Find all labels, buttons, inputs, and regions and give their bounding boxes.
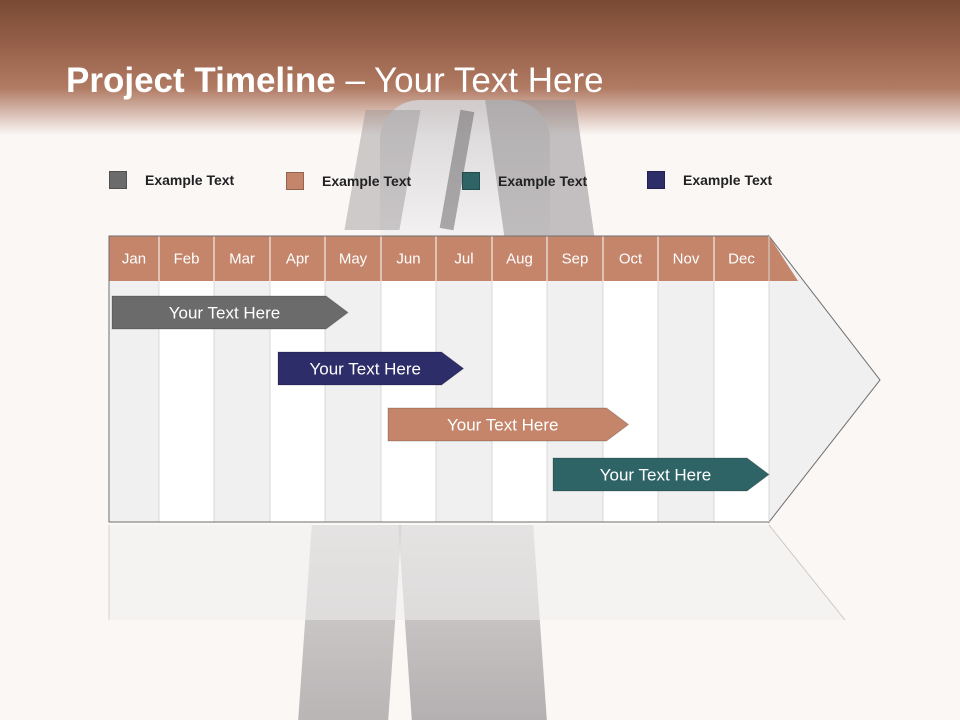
month-label: Sep (562, 251, 589, 268)
legend-item-2: Example Text (286, 172, 411, 190)
month-header-cell (436, 236, 492, 281)
task-bar-label: Your Text Here (169, 304, 281, 323)
task-bar-label: Your Text Here (309, 360, 421, 379)
legend-swatch (462, 172, 480, 190)
month-header-cell (492, 236, 547, 281)
month-label: Aug (506, 251, 533, 268)
month-header-cell (159, 236, 214, 281)
slide-title-main: Project Timeline (66, 61, 336, 100)
legend-label: Example Text (145, 172, 235, 188)
month-header-cell (381, 236, 436, 281)
month-header-cell (109, 236, 159, 281)
month-label: Jun (396, 251, 420, 268)
slide-title-subtitle: – Your Text Here (335, 61, 604, 100)
month-label: Feb (174, 251, 200, 268)
month-label: Oct (619, 251, 643, 268)
legend-label: Example Text (322, 173, 412, 189)
slide-title: Project Timeline – Your Text Here (66, 60, 604, 102)
timeline-reflection (109, 525, 845, 620)
month-label: Dec (728, 251, 755, 268)
timeline-border (108, 235, 769, 523)
legend-item-4: Example Text (647, 171, 772, 189)
legend-label: Example Text (683, 172, 773, 188)
task-bar-label: Your Text Here (447, 416, 559, 435)
legend-label: Example Text (498, 173, 588, 189)
month-header-cell (270, 236, 325, 281)
month-header-cell (714, 236, 769, 281)
month-header-cell (325, 236, 381, 281)
month-label: Mar (229, 251, 255, 268)
month-header-cell (547, 236, 603, 281)
month-label: Apr (286, 251, 309, 268)
legend-swatch (647, 171, 665, 189)
legend-item-3: Example Text (462, 172, 587, 190)
month-label: May (339, 251, 368, 268)
timeline-arrowhead-header (769, 236, 798, 281)
month-label: Jul (454, 251, 473, 268)
month-label: Nov (673, 251, 700, 268)
task-bar (552, 457, 770, 492)
month-header-cell (214, 236, 270, 281)
month-header-cell (658, 236, 714, 281)
month-column (436, 281, 492, 522)
task-bar (387, 407, 630, 442)
legend-swatch (109, 171, 127, 189)
task-bar (277, 351, 465, 386)
task-bar-label: Your Text Here (600, 466, 712, 485)
legend-item-1: Example Text (109, 171, 234, 189)
month-column (492, 281, 547, 522)
month-column (381, 281, 436, 522)
timeline-reflection-edge (768, 524, 846, 621)
legend-swatch (286, 172, 304, 190)
month-label: Jan (122, 251, 146, 268)
task-bar (111, 295, 349, 330)
month-header-cell (603, 236, 658, 281)
